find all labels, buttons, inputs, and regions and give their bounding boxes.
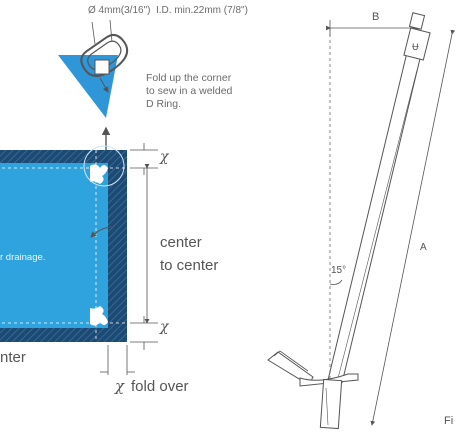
pole-tip <box>408 12 426 30</box>
angle-arc <box>329 279 343 285</box>
diameter-label: Ø 4mm(3/16") <box>88 5 151 16</box>
base-plate-detail <box>273 350 309 372</box>
instruction-line-1: Fold up the corner <box>146 72 232 84</box>
dimension-b-label: B <box>372 11 380 23</box>
corner-patch-bottom <box>90 306 108 326</box>
dring-detail <box>58 19 129 118</box>
sail-dimensions <box>100 143 158 375</box>
figure-label: Fi <box>444 415 454 427</box>
x-symbol-top: χ <box>160 149 169 165</box>
x-symbol-fold: χ <box>115 377 125 395</box>
instruction-line-3: D Ring. <box>146 98 182 110</box>
dring-strap <box>94 59 110 75</box>
dimension-a-label: A <box>420 242 427 253</box>
pole-diagram: Ʉ <box>267 12 456 430</box>
to-center-label: to center <box>160 257 219 274</box>
center-label: center <box>160 234 202 251</box>
angle-label: 15° <box>331 265 347 276</box>
sail-fabric <box>0 163 108 328</box>
dimension-a-line <box>370 29 456 426</box>
pole-centerline <box>334 69 418 391</box>
drainage-text: r drainage. <box>0 252 46 263</box>
x-symbol-bottom: χ <box>160 319 169 335</box>
corner-circle <box>83 145 125 187</box>
inner-diameter-label: I.D. min.22mm (7/8") <box>156 5 248 16</box>
instruction-line-2: to sew in a welded <box>146 85 233 97</box>
base-plate <box>267 351 314 386</box>
fold-arrow <box>99 77 109 93</box>
fold-over-label: fold over <box>131 378 189 395</box>
sail-panel <box>0 145 150 360</box>
d-ring-icon <box>80 33 129 77</box>
cap-mark: Ʉ <box>412 43 419 53</box>
id-leader <box>109 19 113 43</box>
fold-curve-arrow <box>90 226 114 238</box>
diameter-leader <box>91 21 96 45</box>
ground-stake <box>319 378 343 430</box>
center-fragment-label: nter <box>0 349 26 366</box>
corner-patch-top <box>90 164 108 184</box>
pole-edge-left <box>327 39 411 381</box>
pole-edge-right <box>341 41 425 384</box>
